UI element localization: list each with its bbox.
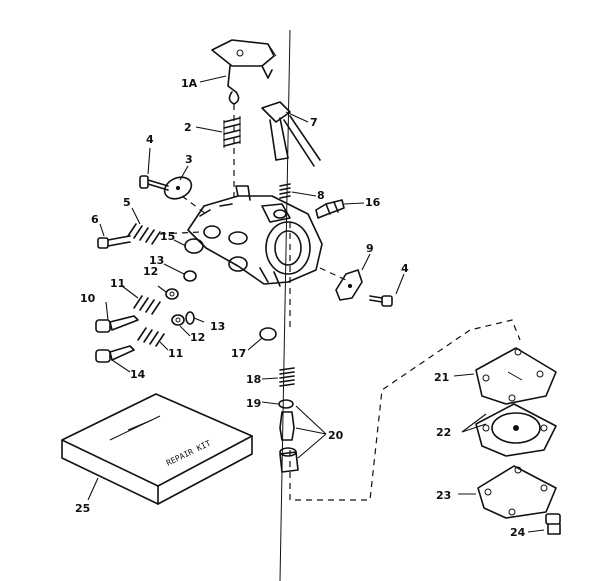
part-5-spring bbox=[127, 223, 161, 245]
part-17-plug bbox=[259, 327, 277, 341]
part-13-ring-lower bbox=[185, 311, 195, 325]
callout-13-upper: 13 bbox=[149, 254, 164, 267]
part-9-choke-plate bbox=[335, 269, 363, 301]
part-20-inlet-needle-seat bbox=[279, 411, 299, 473]
part-16-fitting bbox=[315, 199, 345, 219]
part-12-washer-upper bbox=[165, 288, 179, 300]
part-8-spring bbox=[279, 183, 291, 199]
repair-kit-label: REPAIR KIT bbox=[165, 439, 212, 468]
part-15-plug bbox=[184, 238, 204, 254]
part-24-screw bbox=[545, 513, 561, 535]
part-11-spring-upper bbox=[133, 295, 161, 315]
callout-3: 3 bbox=[185, 153, 193, 166]
callout-21: 21 bbox=[434, 371, 449, 384]
callout-11-lower: 11 bbox=[168, 347, 183, 360]
callout-22: 22 bbox=[436, 426, 451, 439]
callout-13-lower: 13 bbox=[210, 320, 225, 333]
callout-12-upper: 12 bbox=[143, 265, 158, 278]
part-13-ring-upper bbox=[183, 270, 197, 282]
reference-line bbox=[279, 29, 291, 581]
part-14-needle bbox=[95, 345, 135, 363]
callout-18: 18 bbox=[246, 373, 261, 386]
callout-19: 19 bbox=[246, 397, 261, 410]
callout-4-right: 4 bbox=[401, 262, 409, 275]
part-10-needle bbox=[95, 315, 139, 333]
callout-24: 24 bbox=[510, 526, 526, 539]
callout-14: 14 bbox=[130, 368, 146, 381]
carburetor-body bbox=[187, 185, 323, 287]
callout-20: 20 bbox=[328, 429, 344, 442]
callout-12-lower: 12 bbox=[190, 331, 205, 344]
part-18-spring bbox=[279, 367, 295, 387]
callout-11-upper: 11 bbox=[110, 277, 125, 290]
callout-16: 16 bbox=[365, 196, 381, 209]
callout-labels: 1A 2 3 4 4 5 6 7 8 9 10 11 11 12 12 13 1… bbox=[75, 77, 526, 539]
callout-2: 2 bbox=[184, 121, 192, 134]
part-7-throttle-shaft bbox=[261, 101, 321, 167]
assembly-line bbox=[181, 195, 207, 215]
part-11-spring-lower bbox=[137, 327, 165, 347]
callout-6: 6 bbox=[91, 213, 99, 226]
callout-1a: 1A bbox=[181, 77, 198, 90]
part-21-cover bbox=[475, 347, 557, 405]
part-4-screw-upper bbox=[139, 175, 169, 191]
callout-5: 5 bbox=[123, 196, 131, 209]
callout-9: 9 bbox=[366, 242, 374, 255]
assembly-line bbox=[319, 267, 347, 281]
part-12-washer-lower bbox=[171, 314, 185, 326]
part-4-screw-right bbox=[369, 295, 393, 307]
callout-17: 17 bbox=[231, 347, 246, 360]
callout-4-upper: 4 bbox=[146, 133, 154, 146]
callout-23: 23 bbox=[436, 489, 451, 502]
part-6-idle-screw bbox=[97, 235, 131, 249]
part-3-throttle-plate bbox=[163, 176, 193, 200]
part-1a-bracket bbox=[211, 39, 277, 105]
callout-25: 25 bbox=[75, 502, 90, 515]
assembly-line bbox=[159, 231, 201, 235]
callout-15: 15 bbox=[160, 230, 175, 243]
callout-10: 10 bbox=[80, 292, 96, 305]
part-2-spring bbox=[223, 116, 241, 148]
assembly-line-diaphragm bbox=[289, 319, 521, 501]
part-23-gasket bbox=[477, 465, 557, 519]
part-22-diaphragm bbox=[475, 403, 557, 457]
callout-8: 8 bbox=[317, 189, 325, 202]
callout-7: 7 bbox=[310, 116, 318, 129]
part-19-washer bbox=[278, 399, 294, 409]
leader-lines bbox=[87, 75, 545, 533]
part-25-repair-kit bbox=[61, 393, 253, 505]
